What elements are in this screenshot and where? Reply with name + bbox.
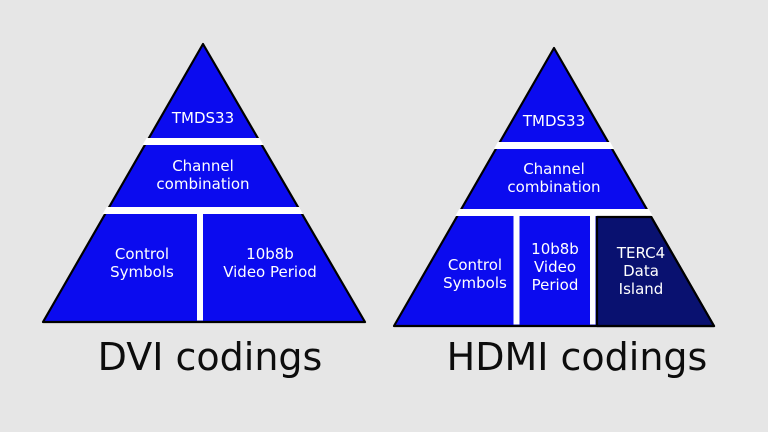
hdmi-pyramid <box>392 46 716 328</box>
hdmi-gap-vertical-2 <box>590 216 596 325</box>
hdmi-gap-band-top <box>493 142 615 149</box>
hdmi-caption: HDMI codings <box>446 335 708 379</box>
dvi-caption: DVI codings <box>97 335 323 379</box>
dvi-gap-band-bottom <box>102 207 304 214</box>
dvi-pyramid-outline <box>41 42 367 324</box>
dvi-gap-vertical <box>197 214 203 321</box>
hdmi-gap-vertical-1 <box>513 216 520 325</box>
dvi-gap-band-top <box>142 138 264 145</box>
hdmi-terc4-block <box>595 215 716 328</box>
hdmi-gap-band-bottom <box>455 209 653 216</box>
dvi-pyramid <box>41 42 367 324</box>
